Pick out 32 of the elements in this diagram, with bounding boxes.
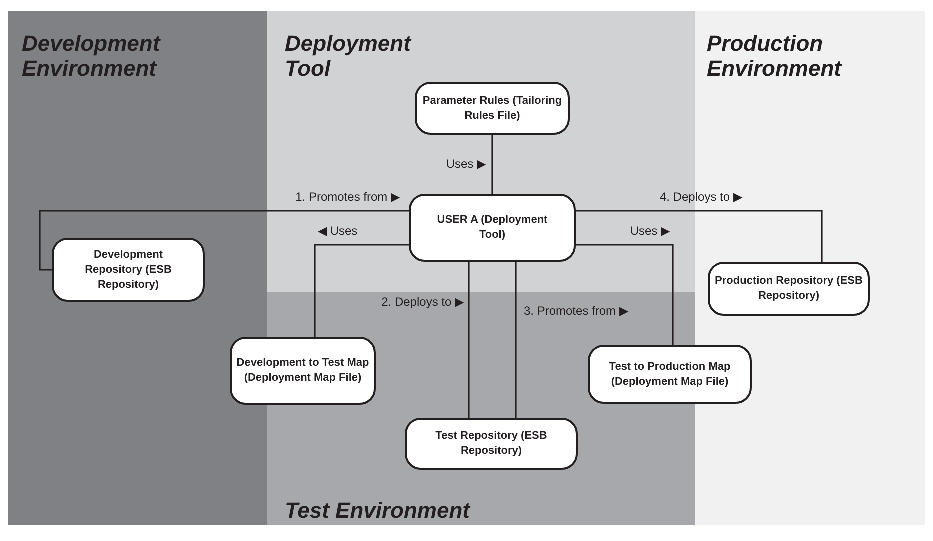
connector-line: [515, 262, 517, 418]
connector-line: [492, 135, 494, 194]
box-label: Test Repository (ESB Repository): [434, 429, 548, 459]
rounded-box: [588, 345, 752, 404]
rounded-box: [230, 337, 376, 405]
connector-line: [468, 262, 470, 418]
rounded-box: [52, 238, 205, 302]
edge-label: 4. Deploys to ▶: [660, 190, 744, 205]
rounded-box: [415, 82, 570, 135]
box-label: Production Repository (ESB Repository): [714, 274, 864, 304]
edge-label: ◀ Uses: [318, 224, 359, 239]
connector-line: [576, 244, 674, 345]
rounded-box: [405, 418, 578, 470]
box-label: Parameter Rules (Tailoring Rules File): [422, 94, 562, 124]
band-heading: Development Environment: [22, 31, 162, 81]
rounded-box: [708, 262, 870, 316]
edge-label: 2. Deploys to ▶: [380, 295, 464, 310]
connector-line: [576, 210, 823, 262]
box-label: Development Repository (ESB Repository): [84, 248, 173, 292]
band-heading: Deployment Tool: [285, 31, 413, 81]
connector-line: [39, 210, 409, 271]
connector-line: [314, 244, 409, 337]
box-label: Test to Production Map (Deployment Map File): [608, 360, 732, 390]
edge-label: 3. Promotes from ▶: [524, 304, 630, 319]
band-heading: Production Environment: [707, 31, 844, 81]
rounded-box: [409, 194, 576, 262]
box-label: USER A (Deployment Tool): [436, 213, 549, 243]
edge-label: Uses ▶: [445, 157, 486, 172]
band-heading: Test Environment: [285, 498, 472, 523]
box-label: Development to Test Map (Deployment Map File): [236, 356, 370, 386]
edge-label: 1. Promotes from ▶: [294, 190, 400, 205]
edge-label: Uses ▶: [629, 224, 670, 239]
